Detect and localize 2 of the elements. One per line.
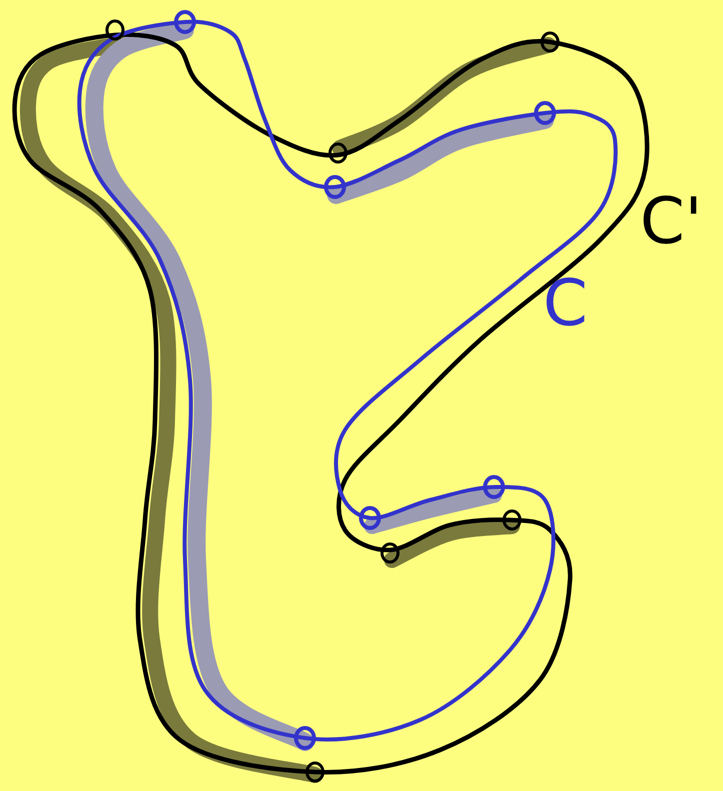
curve-label: C xyxy=(543,272,588,336)
curve-label: C' xyxy=(640,190,702,254)
